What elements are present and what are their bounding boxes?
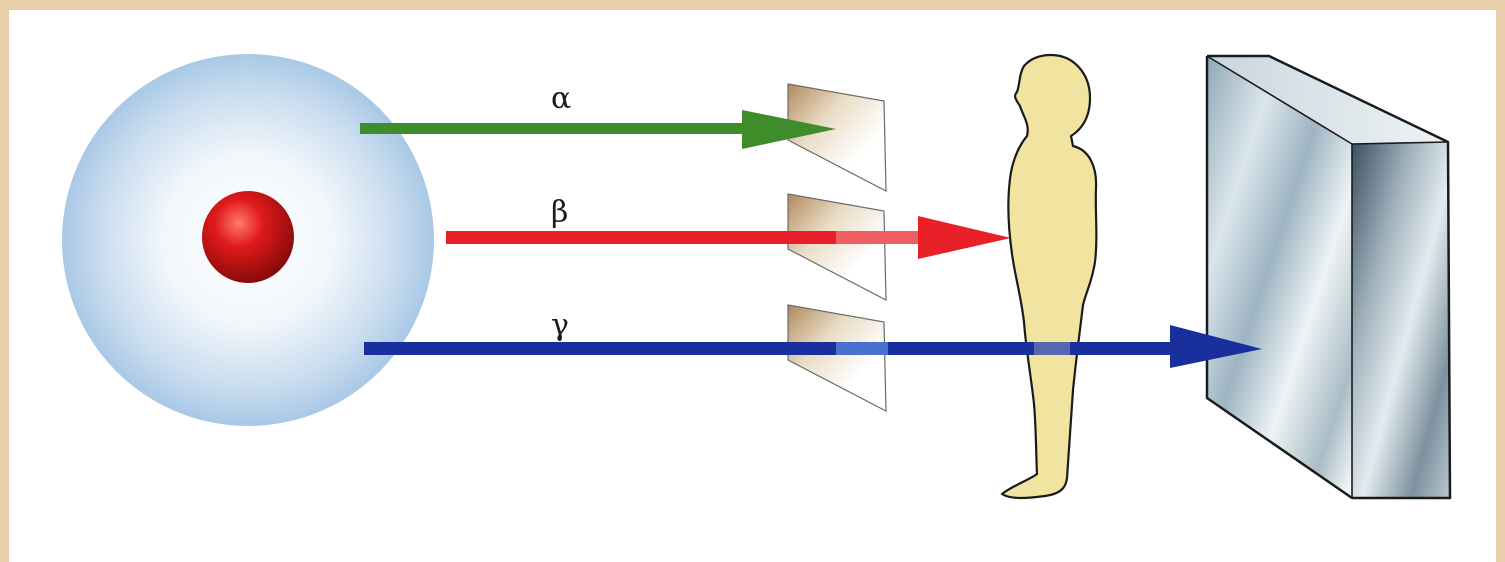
nucleus: [202, 191, 294, 283]
concrete-block-icon: [1205, 54, 1452, 500]
beta-ray: [446, 216, 1011, 259]
gamma-ray: [364, 325, 1262, 368]
atom-icon: [62, 54, 434, 426]
gamma-label: γ: [551, 308, 569, 343]
alpha-label: α: [551, 81, 571, 116]
human-body-icon: [1000, 53, 1098, 500]
alpha-ray: [360, 110, 836, 149]
beta-label: β: [551, 195, 568, 230]
paper-sheet-icon: [787, 83, 887, 413]
